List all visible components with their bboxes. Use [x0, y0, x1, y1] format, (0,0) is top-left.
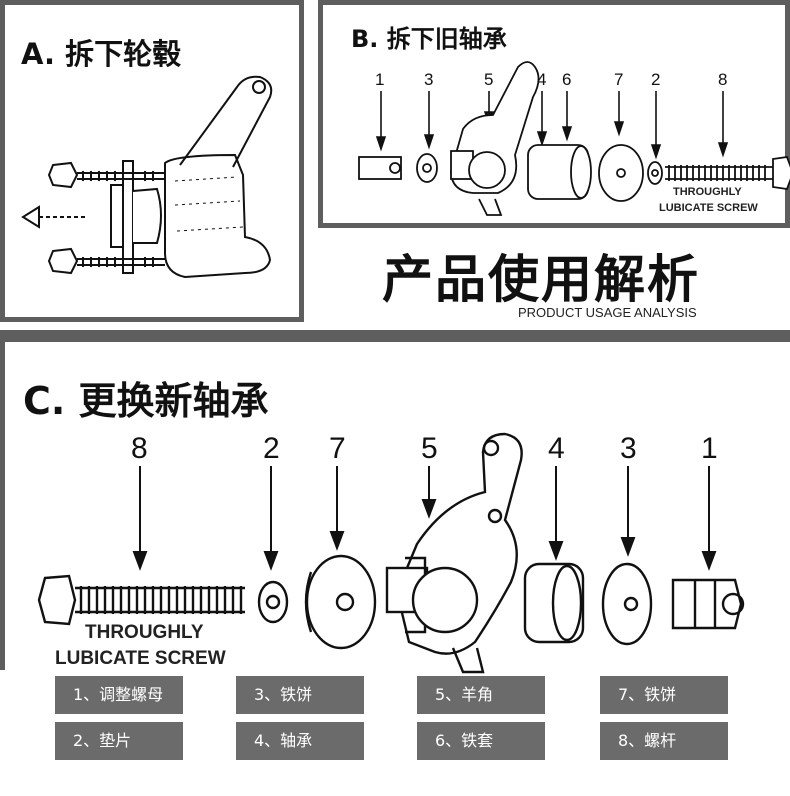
- bearing-removal-illustration: 1 3 5 4 6 7 2 8: [358, 61, 790, 216]
- panel-a-title: A. 拆下轮毂: [21, 37, 182, 71]
- b-part-number-5: 5: [484, 70, 493, 89]
- c-screw-text-line2: LUBICATE SCREW: [55, 648, 226, 669]
- panel-c-title: C. 更换新轴承: [23, 379, 269, 423]
- b-part-number-7: 7: [614, 70, 623, 89]
- b-part-number-3: 3: [424, 70, 433, 89]
- hub-removal-illustration: [21, 75, 273, 279]
- legend-item-5: 5、羊角: [417, 676, 545, 714]
- b-part-number-2: 2: [651, 70, 660, 89]
- c-part-number-5: 5: [421, 432, 438, 465]
- panel-remove-hub: A. 拆下轮毂: [0, 0, 304, 322]
- b-screw-text-line1: THROUGHLY: [673, 186, 742, 198]
- c-part-number-2: 2: [263, 432, 280, 465]
- legend-item-3: 3、铁饼: [236, 676, 364, 714]
- b-part-number-4: 4: [537, 70, 546, 89]
- c-part-number-7: 7: [329, 432, 346, 465]
- b-part-number-8: 8: [718, 70, 727, 89]
- legend-item-6: 6、铁套: [417, 722, 545, 760]
- legend-item-1: 1、调整螺母: [55, 676, 183, 714]
- b-screw-text-line2: LUBICATE SCREW: [659, 202, 758, 214]
- bearing-install-illustration: 8 2 7 5 4 3 1: [37, 432, 745, 674]
- c-part-number-3: 3: [620, 432, 637, 465]
- legend-item-8: 8、螺杆: [600, 722, 728, 760]
- panel-b-title: B. 拆下旧轴承: [351, 25, 507, 53]
- c-part-number-4: 4: [548, 432, 565, 465]
- legend-item-2: 2、垫片: [55, 722, 183, 760]
- panel-remove-old-bearing: B. 拆下旧轴承 1 3 5 4 6 7 2 8: [318, 0, 790, 228]
- headline-subtitle: PRODUCT USAGE ANALYSIS: [518, 305, 697, 320]
- c-part-number-8: 8: [131, 432, 148, 465]
- legend-item-7: 7、铁饼: [600, 676, 728, 714]
- b-part-number-6: 6: [562, 70, 571, 89]
- c-part-number-1: 1: [701, 432, 718, 465]
- b-part-number-1: 1: [375, 70, 384, 89]
- legend-item-4: 4、轴承: [236, 722, 364, 760]
- headline-title: 产品使用解析: [382, 251, 701, 310]
- panel-replace-new-bearing: C. 更换新轴承 8 2 7 5 4 3 1: [0, 330, 790, 674]
- c-screw-text-line1: THROUGHLY: [85, 622, 204, 643]
